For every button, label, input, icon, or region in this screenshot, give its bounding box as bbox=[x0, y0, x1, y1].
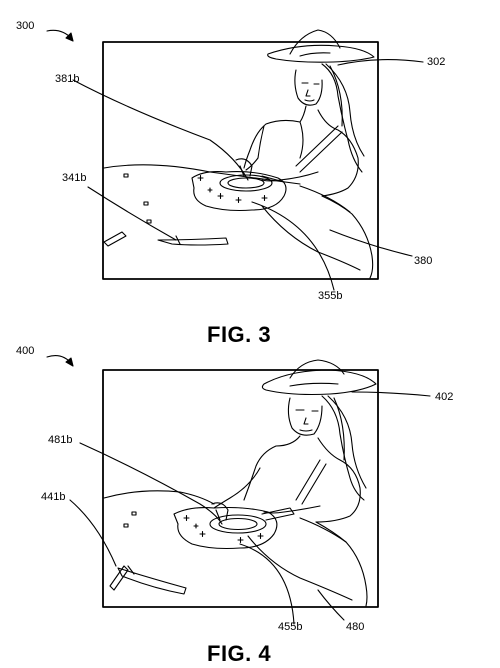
fig4-drawing bbox=[46, 355, 431, 625]
fig3-drawing bbox=[46, 29, 424, 291]
fig4-frame bbox=[102, 369, 379, 608]
fig4-callout-plate: 481b bbox=[48, 434, 73, 446]
fig4-table-edge bbox=[103, 490, 215, 505]
fig4-callout-body: 480 bbox=[346, 621, 365, 633]
fig4-cloth-plate bbox=[173, 502, 295, 550]
fig4-title: FIG. 4 bbox=[207, 641, 272, 666]
fig3-callout-plate: 381b bbox=[55, 73, 80, 85]
fig3-callout-body: 380 bbox=[414, 255, 433, 267]
fig4-callout-food: 455b bbox=[278, 621, 303, 633]
fig3-frame bbox=[102, 41, 379, 280]
fig3-hat bbox=[267, 29, 375, 63]
fig3-callout-hat: 302 bbox=[427, 56, 446, 68]
fig4-callout-hat: 402 bbox=[435, 391, 454, 403]
fig3-person bbox=[243, 63, 374, 279]
fig4-utensils bbox=[109, 511, 187, 595]
fig3-leader-lines bbox=[72, 59, 424, 291]
fig3-utensils bbox=[103, 173, 229, 247]
fig3-cloth-plate bbox=[191, 158, 287, 212]
fig3-ref-number: 300 bbox=[16, 20, 35, 32]
fig3-title: FIG. 3 bbox=[207, 322, 272, 347]
fig4-leader-lines bbox=[69, 391, 431, 625]
fig3-callout-knife: 341b bbox=[62, 172, 87, 184]
fig4-hat bbox=[261, 359, 377, 396]
fig3-ref-arrowhead bbox=[65, 32, 74, 42]
fig3-callout-food: 355b bbox=[318, 290, 343, 302]
fig4-callout-knife: 441b bbox=[41, 491, 66, 503]
fig4-person bbox=[213, 395, 368, 607]
fig4-ref-number: 400 bbox=[16, 345, 35, 357]
fig4-ref-arrowhead bbox=[65, 357, 74, 367]
